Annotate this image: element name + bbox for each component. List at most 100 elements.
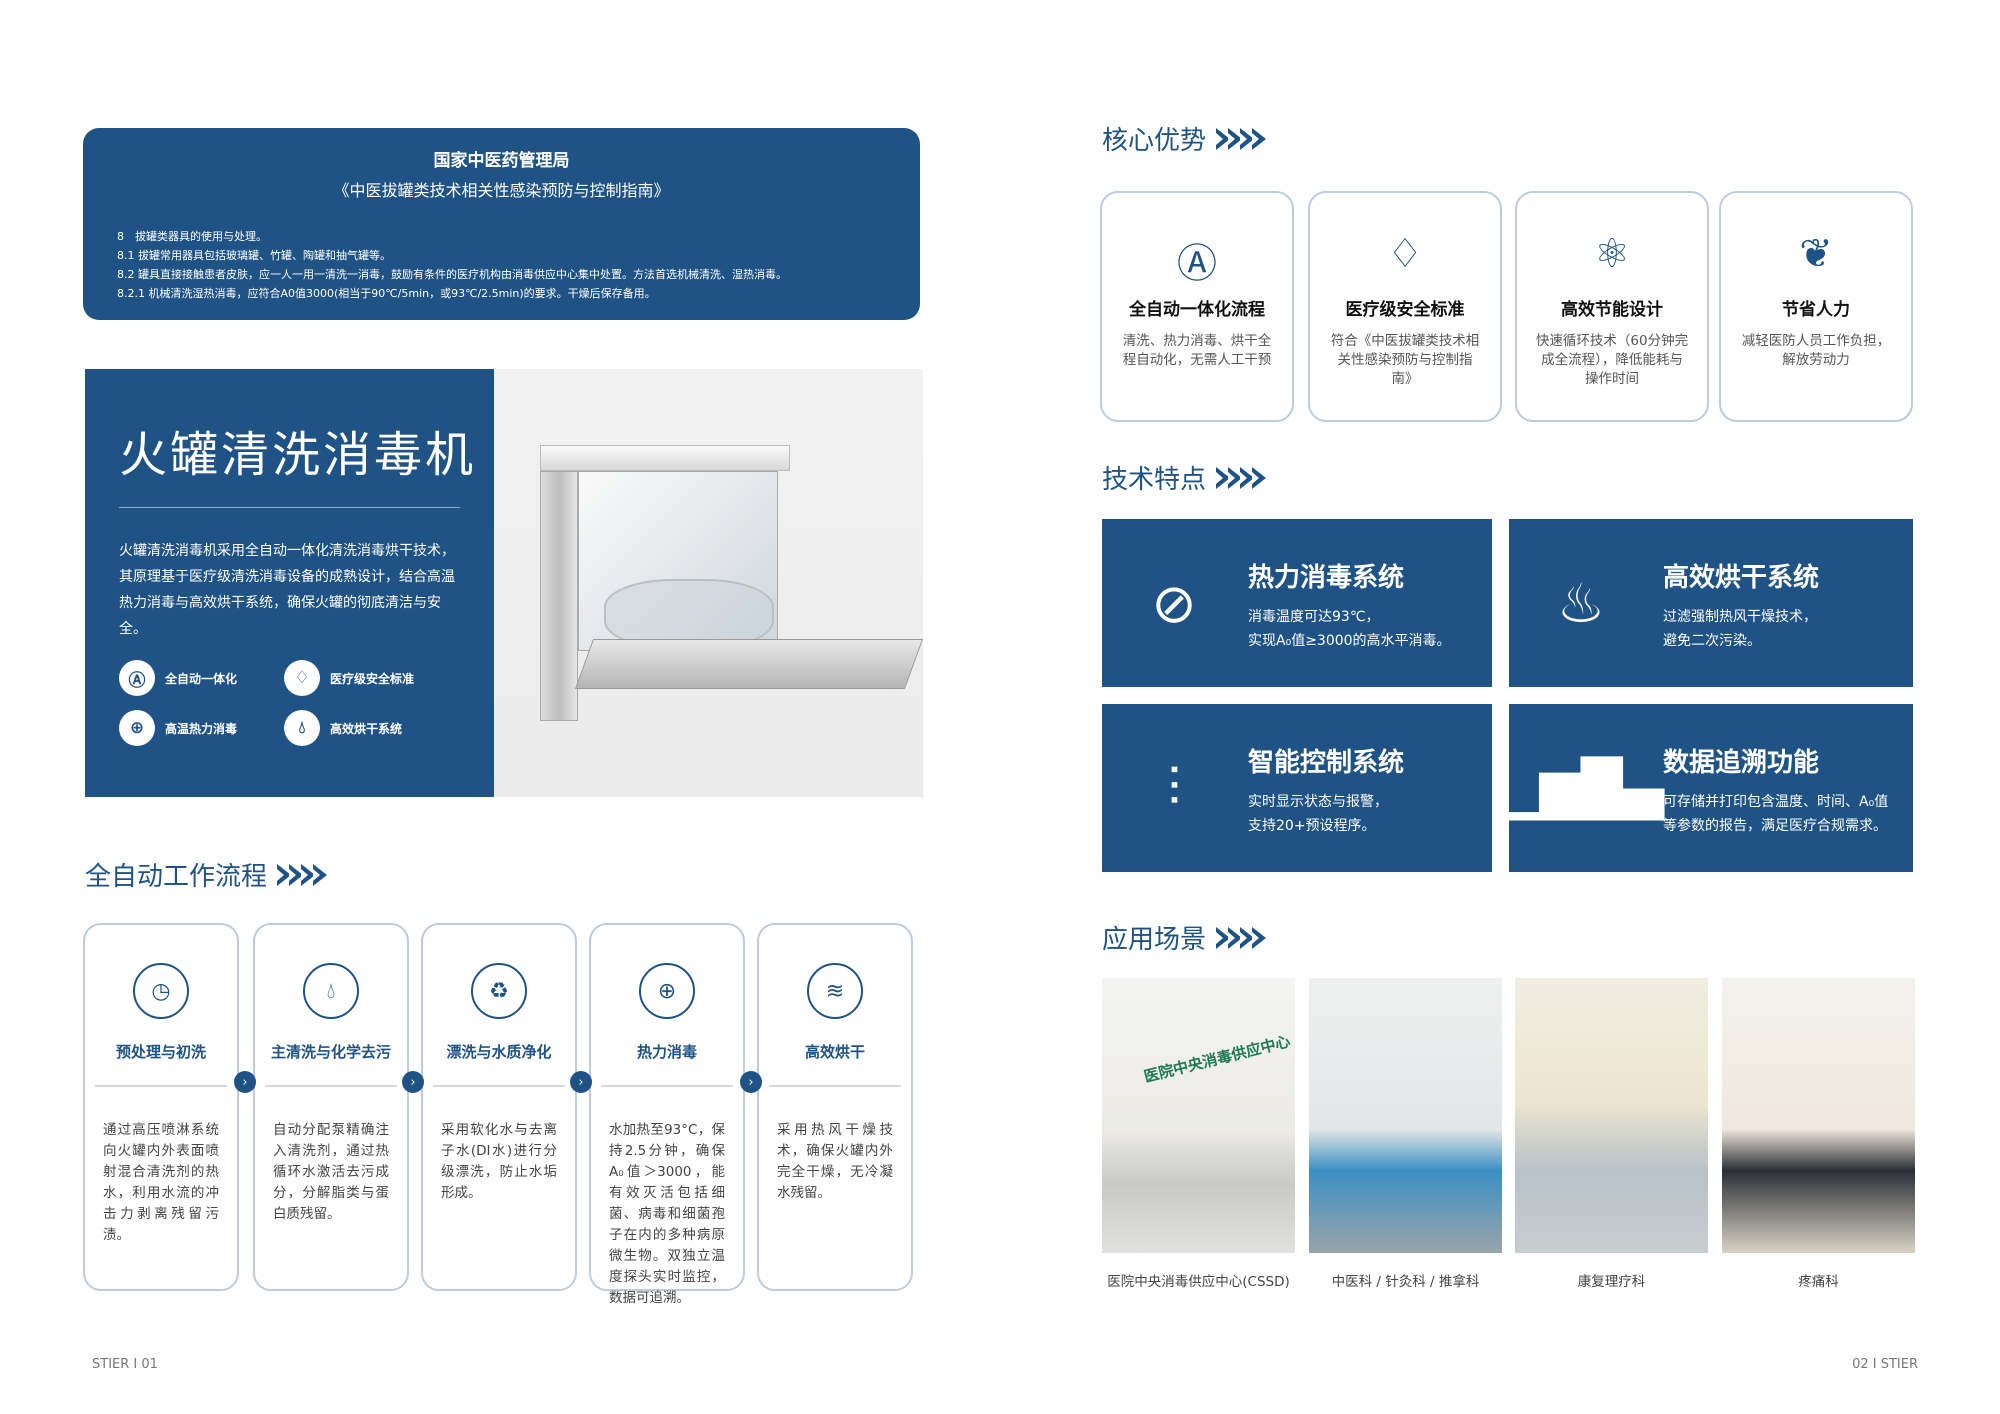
advantage-desc: 清洗、热力消毒、烘干全程自动化，无需人工干预 (1122, 333, 1272, 368)
advantages-heading: 核心优势 (1102, 120, 1267, 157)
tech-title: 热力消毒系统 (1248, 563, 1405, 593)
advantage-card: ⚛ 高效节能设计快速循环技术（60分钟完成全流程），降低能耗与操作时间 (1515, 191, 1709, 422)
step-title: 主清洗与化学去污 (270, 1043, 391, 1061)
shield-plus-icon: ⊕ (119, 710, 155, 746)
advantage-card: ♢ 医疗级安全标准符合《中医拔罐类技术相关性感染预防与控制指南》 (1308, 191, 1502, 422)
scene-caption: 康复理疗科 (1577, 1274, 1646, 1290)
workflow-step: 💧︎ 主清洗与化学去污自动分配泵精确注入清洗剂，通过热循环水激活去污成分，分解脂类… (253, 923, 409, 1291)
step-desc: 通过高压喷淋系统向火罐内外表面喷射混合清洗剂的热水，利用水流的冲击力剥离残留污渍… (103, 1122, 219, 1243)
scene-photo-rehab (1515, 978, 1708, 1253)
no-virus-icon: ⊘ (1151, 571, 1197, 635)
advantage-desc: 符合《中医拔罐类技术相关性感染预防与控制指南》 (1330, 333, 1480, 387)
atom-icon: ⚛ (1594, 231, 1630, 277)
product-panel: 火罐清洗消毒机 火罐清洗消毒机采用全自动一体化清洗消毒烘干技术，其原理基于医疗级… (85, 369, 494, 797)
divider (119, 507, 460, 508)
advantage-desc: 减轻医防人员工作负担，解放劳动力 (1741, 333, 1891, 368)
page-number-right: 02 I STIER (1852, 1357, 1918, 1372)
tech-card: ⫶ 智能控制系统实时显示状态与报警， 支持20+预设程序。 (1102, 704, 1492, 872)
step-desc: 水加热至93°C，保持2.5分钟，确保A₀值＞3000，能有效灭活包括细菌、病毒… (609, 1122, 725, 1306)
advantage-card: ❦ 节省人力减轻医防人员工作负担，解放劳动力 (1719, 191, 1913, 422)
tech-desc: 可存储并打印包含温度、时间、A₀值 (1663, 794, 1889, 810)
regulation-box: 国家中医药管理局 《中医拔罐类技术相关性感染预防与控制指南》 8 拔罐类器具的使… (83, 128, 920, 320)
chevron-right-icon: › (234, 1071, 256, 1093)
leaf-icon: ❦ (1799, 231, 1833, 277)
chevron-right-icon: › (740, 1071, 762, 1093)
auto-cycle-icon: Ⓐ (1177, 241, 1217, 287)
heading-text: 全自动工作流程 (85, 862, 268, 892)
drop-wave-icon: ≋ (807, 963, 863, 1019)
workflow-step: ♻ 漂洗与水质净化采用软化水与去离子水(DI水)进行分级漂洗，防止水垢形成。 (421, 923, 577, 1291)
advantage-desc: 快速循环技术（60分钟完成全流程），降低能耗与操作时间 (1535, 333, 1689, 387)
feature-auto: Ⓐ 全自动一体化 (119, 660, 284, 696)
chevrons-icon (277, 863, 328, 886)
scenes-heading: 应用场景 (1102, 919, 1267, 956)
diamond-icon: ♢ (284, 660, 320, 696)
shield-plus-icon: ⊕ (639, 963, 695, 1019)
regulation-item: 8.2 罐具直接接触患者皮肤，应一人一用一清洗一消毒，鼓励有条件的医疗机构由消毒… (117, 268, 787, 281)
advantage-title: 医疗级安全标准 (1345, 300, 1465, 320)
heat-waves-icon: ♨ (1556, 571, 1606, 635)
tech-card: ▁▆█▄数据追溯功能可存储并打印包含温度、时间、A₀值等参数的报告，满足医疗合规… (1497, 704, 1913, 872)
workflow-heading: 全自动工作流程 (85, 856, 328, 893)
regulation-item: 8.2.1 机械清洗湿热消毒，应符合A0值3000(相当于90℃/5min，或9… (117, 287, 656, 300)
heading-text: 技术特点 (1102, 465, 1207, 495)
scene-caption: 疼痛科 (1798, 1274, 1839, 1290)
tech-title: 数据追溯功能 (1663, 748, 1820, 778)
tech-desc: 消毒温度可达93℃， (1248, 609, 1380, 625)
tech-card: ♨高效烘干系统过滤强制热风干燥技术，避免二次污染。 (1509, 519, 1913, 687)
product-name: 火罐清洗消毒机 (119, 427, 477, 483)
water-drop-icon: 💧︎ (303, 963, 359, 1019)
regulation-item: 8.1 拔罐常用器具包括玻璃罐、竹罐、陶罐和抽气罐等。 (117, 249, 391, 262)
advantage-title: 全自动一体化流程 (1129, 300, 1265, 320)
tech-desc: 实时显示状态与报警， (1248, 794, 1388, 810)
workflow-step: ⊕ 热力消毒水加热至93°C，保持2.5分钟，确保A₀值＞3000，能有效灭活包括… (589, 923, 745, 1306)
step-desc: 自动分配泵精确注入清洗剂，通过热循环水激活去污成分，分解脂类与蛋白质残留。 (273, 1122, 389, 1222)
step-desc: 采用热风干燥技术，确保火罐内外完全干燥，无冷凝水残留。 (777, 1122, 893, 1201)
clock-icon: ◷ (133, 963, 189, 1019)
regulation-item: 8 拔罐类器具的使用与处理。 (117, 230, 267, 243)
step-desc: 采用软化水与去离子水(DI水)进行分级漂洗，防止水垢形成。 (441, 1122, 557, 1201)
step-title: 漂洗与水质净化 (446, 1043, 552, 1061)
regulation-title: 《中医拔罐类技术相关性感染预防与控制指南》 (333, 181, 670, 200)
chevron-right-icon: › (402, 1071, 424, 1093)
chevrons-icon (1216, 466, 1267, 489)
tech-desc: 等参数的报告，满足医疗合规需求。 (1663, 818, 1887, 834)
heading-text: 应用场景 (1102, 925, 1207, 955)
auto-cycle-icon: Ⓐ (119, 660, 155, 696)
workflow-step: ◷ 预处理与初洗通过高压喷淋系统向火罐内外表面喷射混合清洗剂的热水，利用水流的冲击… (83, 923, 239, 1291)
heading-text: 核心优势 (1102, 126, 1207, 156)
scene-photo-tcm (1309, 978, 1502, 1253)
product-description: 火罐清洗消毒机采用全自动一体化清洗消毒烘干技术，其原理基于医疗级清洗消毒设备的成… (119, 543, 455, 637)
tech-desc: 支持20+预设程序。 (1248, 818, 1376, 834)
advantage-card: Ⓐ 全自动一体化流程清洗、热力消毒、烘干全程自动化，无需人工干预 (1100, 191, 1294, 422)
scene-photo-pain (1722, 978, 1915, 1253)
feature-thermal: ⊕高温热力消毒 (119, 710, 284, 746)
chevron-right-icon: › (570, 1071, 592, 1093)
sliders-icon: ⫶ (1167, 756, 1181, 819)
tech-card: ⊘ 热力消毒系统消毒温度可达93℃， 实现A₀值≥3000的高水平消毒。 (1102, 519, 1492, 687)
tech-desc: 实现A₀值≥3000的高水平消毒。 (1248, 633, 1451, 649)
scene-caption: 中医科 / 针灸科 / 推拿科 (1331, 1274, 1480, 1290)
tech-desc: 避免二次污染。 (1663, 633, 1761, 649)
workflow-step: ≋ 高效烘干采用热风干燥技术，确保火罐内外完全干燥，无冷凝水残留。 (757, 923, 913, 1291)
feature-label: 医疗级安全标准 (330, 671, 415, 686)
step-title: 热力消毒 (636, 1043, 697, 1061)
water-drop-icon: 💧︎ (284, 710, 320, 746)
leaf-cycle-icon: ♻ (471, 963, 527, 1019)
feature-label: 高效烘干系统 (330, 721, 403, 736)
advantage-title: 高效节能设计 (1561, 300, 1663, 320)
bar-chart-icon: ▁▆█▄ (1497, 756, 1665, 820)
step-title: 高效烘干 (804, 1043, 865, 1061)
tech-heading: 技术特点 (1102, 459, 1267, 496)
diamond-icon: ♢ (1387, 231, 1423, 277)
chevrons-icon (1216, 127, 1267, 150)
scene-photo-cssd: 医院中央消毒供应中心 (1102, 978, 1295, 1253)
wall-sign: 医院中央消毒供应中心 (1142, 1032, 1293, 1086)
step-title: 预处理与初洗 (115, 1043, 206, 1061)
tech-title: 高效烘干系统 (1663, 563, 1820, 593)
product-image (494, 369, 924, 797)
feature-drying: 💧︎ 高效烘干系统 (284, 710, 449, 746)
tech-title: 智能控制系统 (1248, 748, 1405, 778)
feature-label: 全自动一体化 (165, 671, 238, 686)
advantage-title: 节省人力 (1782, 300, 1850, 320)
